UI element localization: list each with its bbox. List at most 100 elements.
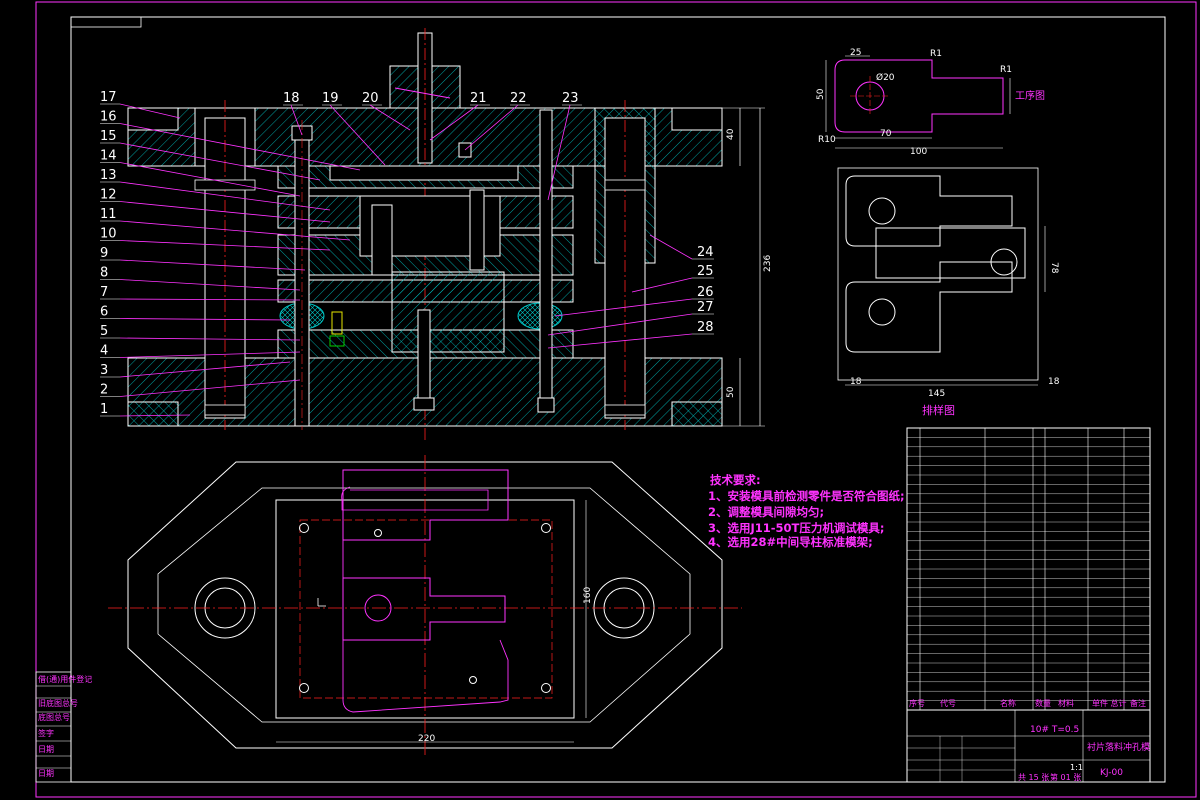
dim-strip-width: 145 [928,389,945,399]
part-label: 11 [100,207,117,222]
dim-plan-height: 160 [583,587,593,604]
tech-req-item: 3、选用J11-50T压力机调试模具; [708,521,885,535]
material-spec: 10# T=0.5 [1030,725,1079,735]
part-label: 7 [100,285,108,300]
bom-header-cell: 备注 [1130,698,1146,708]
leader-line [547,313,693,336]
tech-req-item: 2、调整模具间隙均匀; [708,505,824,519]
left-strip-text: 借(通)用件登记 [38,674,92,684]
part-label: 4 [100,344,108,359]
process-drawing: 25 Ø20 R1 R1 R10 70 100 50 工序图 [816,48,1045,157]
part-label: 13 [100,168,117,183]
leader-line [547,104,571,201]
dim-part-r10: R10 [818,135,836,145]
left-strip-text: 日期 [38,745,54,754]
leader-line [119,351,301,358]
dim-total-height: 236 [763,255,773,272]
section-dimensions: 40 236 50 [722,107,773,427]
leader-line [119,318,291,321]
leader-line [329,104,386,166]
tech-req-item: 1、安装模具前检测零件是否符合图纸; [708,489,905,503]
dim-top-height: 40 [726,128,736,140]
leader-line [119,142,321,181]
part-label: 8 [100,266,108,281]
bom-header-cell: 单件 总计 [1092,698,1127,708]
left-strip-text: 签字 [38,728,54,738]
part-label: 19 [322,91,339,106]
technical-requirements: 技术要求: 1、安装模具前检测零件是否符合图纸; 2、调整模具间隙均匀; 3、选… [708,473,905,549]
dim-strip-18a: 18 [850,377,862,387]
part-label: 12 [100,188,117,203]
left-strip-text: 底图总号 [38,712,70,722]
leader-line [119,337,301,341]
leader-line [119,298,301,301]
part-label: 26 [697,285,714,300]
part-label: 16 [100,110,117,125]
part-label: 25 [697,264,714,279]
dim-strip-18b: 18 [1048,377,1060,387]
part-label: 15 [100,129,117,144]
bom-header-cell: 序号 [909,698,925,708]
leader-line [119,162,301,197]
dim-part-50: 50 [816,88,826,100]
part-label: 14 [100,149,117,164]
sheet-number: 第 01 张 [1050,772,1081,782]
part-label: 3 [100,363,108,378]
leader-line [119,220,351,241]
plan-view: 220 160 [108,455,742,755]
part-label: 17 [100,90,117,105]
part-label: 22 [510,91,527,106]
strip-layout: 145 18 18 78 排样图 [837,167,1060,417]
part-label: 21 [470,91,487,106]
leader-line [119,103,181,119]
left-strip: 借(通)用件登记 旧底图总号 底图总号 签字 日期 日期 [35,671,92,783]
sheet-count: 共 15 张 [1018,773,1049,782]
part-label: 10 [100,227,117,242]
dim-plan-width: 220 [418,734,435,744]
dim-part-d20: Ø20 [876,72,895,83]
part-label: 1 [100,402,108,417]
bom-header-cell: 材料 [1058,698,1074,708]
part-label: 2 [100,383,108,398]
leader-line [649,234,693,260]
leader-line [429,104,479,141]
process-drawing-title: 工序图 [1015,89,1045,102]
part-label: 9 [100,246,108,261]
part-label: 18 [283,91,300,106]
bom-header-cell: 名称 [1000,698,1016,708]
part-label: 6 [100,305,108,320]
leader-line [119,123,361,171]
dim-strip-78: 78 [1049,262,1059,274]
leader-line [119,259,306,271]
dim-part-70: 70 [880,129,892,139]
dim-part-r1: R1 [930,49,942,59]
title-block: 10# T=0.5 衬片落料冲孔模 KJ-00 1:1 共 15 张 第 01 … [906,709,1151,783]
part-label: 24 [697,245,714,260]
tech-req-item: 4、选用28#中间导柱标准模架; [708,535,873,549]
leader-line [464,104,519,151]
bill-of-materials: 序号 代号 名称 数量材料 单件 总计备注 [906,427,1151,711]
dim-part-100: 100 [910,147,927,157]
left-strip-text: 旧底图总号 [38,698,78,708]
leader-line [547,333,693,349]
layout-drawing-title: 排样图 [922,403,955,417]
leader-line [631,277,693,293]
tech-req-heading: 技术要求: [710,473,761,487]
part-label: 23 [562,91,579,106]
part-label: 20 [362,91,379,106]
part-label: 28 [697,320,714,335]
section-view [127,28,723,440]
dim-part-25: 25 [850,48,861,58]
scale: 1:1 [1070,763,1083,772]
bom-header-cell: 代号 [940,698,956,708]
bom-header-cell: 数量 [1035,698,1051,708]
drawing-number: KJ-00 [1100,768,1123,778]
dim-part-r1b: R1 [1000,65,1012,75]
drawing-name: 衬片落料冲孔模 [1087,741,1150,753]
leader-line [369,104,411,131]
leader-line [119,361,291,378]
leader-line [119,240,331,251]
leader-line [119,279,301,291]
